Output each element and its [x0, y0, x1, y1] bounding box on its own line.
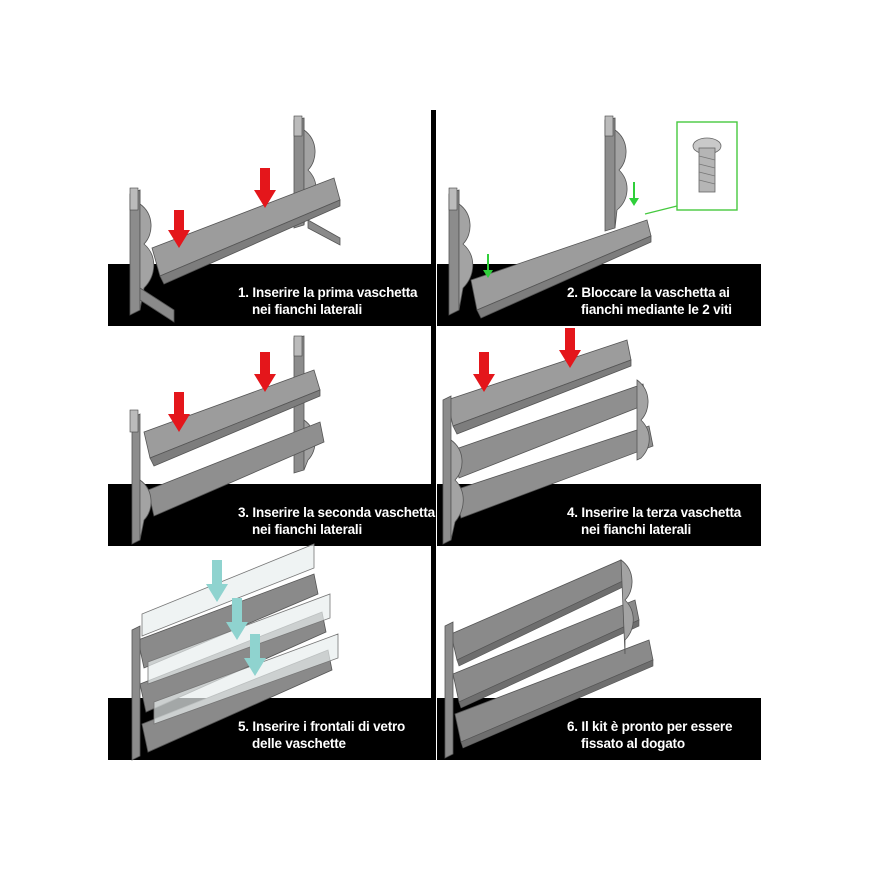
caption-line-2: nei fianchi laterali — [252, 302, 363, 317]
red-arrow-icon — [473, 352, 495, 392]
caption-line-2: delle vaschette — [252, 736, 346, 751]
teal-arrow-icon — [206, 560, 228, 602]
step-2-panel: 2. Bloccare la vaschetta ai fianchi medi… — [437, 110, 761, 326]
red-arrow-icon — [254, 352, 276, 392]
caption-line-2: nei fianchi laterali — [252, 522, 363, 537]
step-1-caption: 1. Inserire la prima vaschetta nei fianc… — [238, 284, 438, 318]
red-arrow-icon — [559, 328, 581, 368]
step-5-illustration — [131, 543, 339, 761]
step-5-caption: 5. Inserire i frontali di vetro delle va… — [238, 718, 438, 752]
caption-line-1: 6. Il kit è pronto per essere — [567, 719, 733, 734]
step-6-panel: 6. Il kit è pronto per essere fissato al… — [437, 544, 761, 760]
caption-line-1: 5. Inserire i frontali di vetro — [238, 719, 406, 734]
teal-arrow-icon — [244, 634, 266, 676]
column-divider — [431, 110, 436, 760]
red-arrow-icon — [254, 168, 276, 208]
step-1-panel: 1. Inserire la prima vaschetta nei fianc… — [108, 110, 432, 326]
step-2-illustration — [448, 115, 738, 319]
step-3-caption: 3. Inserire la seconda vaschetta nei fia… — [238, 504, 438, 538]
step-3-panel: 3. Inserire la seconda vaschetta nei fia… — [108, 330, 435, 546]
caption-line-1: 4. Inserire la terza vaschetta — [567, 505, 742, 520]
step-2-caption: 2. Bloccare la vaschetta ai fianchi medi… — [567, 284, 767, 318]
caption-line-2: fissato al dogato — [581, 736, 685, 751]
screw-icon — [692, 137, 722, 193]
step-5-panel: 5. Inserire i frontali di vetro delle va… — [108, 543, 432, 761]
caption-line-2: nei fianchi laterali — [581, 522, 692, 537]
step-6-illustration — [444, 559, 654, 759]
caption-line-1: 3. Inserire la seconda vaschetta — [238, 505, 435, 520]
step-6-caption: 6. Il kit è pronto per essere fissato al… — [567, 718, 767, 752]
red-arrow-icon — [168, 392, 190, 432]
green-arrow-icon — [629, 182, 639, 206]
green-arrow-icon — [483, 254, 493, 278]
step-3-illustration — [129, 335, 325, 545]
caption-line-1: 1. Inserire la prima vaschetta — [238, 285, 418, 300]
red-arrow-icon — [168, 210, 190, 248]
step-1-illustration — [129, 115, 341, 323]
step-4-illustration — [442, 328, 654, 545]
caption-line-2: fianchi mediante le 2 viti — [581, 302, 732, 317]
step-4-caption: 4. Inserire la terza vaschetta nei fianc… — [567, 504, 767, 538]
step-4-panel: 4. Inserire la terza vaschetta nei fianc… — [437, 328, 761, 546]
caption-line-1: 2. Bloccare la vaschetta ai — [567, 285, 730, 300]
teal-arrow-icon — [226, 598, 248, 640]
